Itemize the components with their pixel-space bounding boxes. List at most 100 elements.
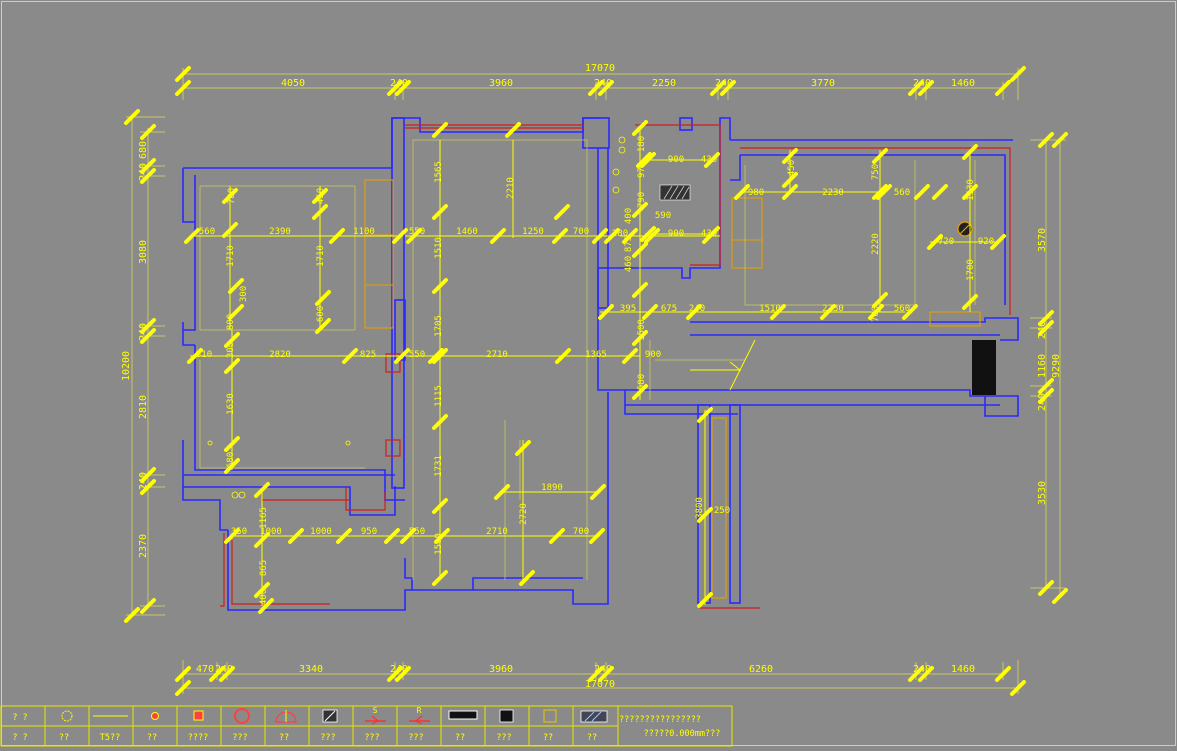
- dimension-tick: [288, 528, 304, 544]
- dimension-tick: [140, 158, 156, 174]
- interior-dim-label: 1250: [522, 227, 544, 237]
- dimension-tick: [315, 318, 331, 334]
- dimension-tick: [704, 226, 720, 242]
- hatch-lines: [663, 185, 690, 200]
- dimension-tick: [175, 680, 191, 696]
- dimension-tick: [872, 184, 888, 200]
- linear-diffuser-symbol-icon: [448, 710, 478, 720]
- interior-dim-label: 2220: [871, 233, 881, 255]
- interior-dim-label: 1890: [541, 483, 563, 493]
- legend-label: ??: [543, 733, 553, 743]
- bottom-dim-label: 3960: [489, 664, 513, 675]
- dimension-tick: [434, 528, 450, 544]
- dimension-tick: [590, 484, 606, 500]
- dimension-tick: [932, 184, 948, 200]
- bottom-dim-label: 1460: [951, 664, 975, 675]
- dimension-tick: [640, 226, 656, 242]
- interior-dim-label: 300: [226, 342, 236, 358]
- dimension-tick: [644, 228, 660, 244]
- interior-dim-label: 1500: [637, 319, 647, 341]
- interior-dim-label: 680: [226, 452, 236, 468]
- dimension-tick: [918, 80, 934, 96]
- interior-dim-label: 800: [226, 314, 236, 330]
- dimension-tick: [222, 222, 238, 238]
- dimension-tick: [175, 80, 191, 96]
- interior-dim-label: 1565: [434, 161, 444, 183]
- interior-dim-label: 920: [978, 237, 994, 247]
- dimension-tick: [254, 582, 270, 598]
- dimension-tick: [432, 570, 448, 586]
- dimension-tick: [228, 278, 244, 294]
- dimension-tick: [962, 294, 978, 310]
- interior-dim-label: 975: [637, 162, 647, 178]
- interior-dim-label: 1700: [966, 259, 976, 281]
- dimension-tick: [1010, 66, 1026, 82]
- right-dim-label: 3530: [1037, 481, 1048, 505]
- dimension-tick: [224, 436, 240, 452]
- dimension-tick: [515, 440, 531, 456]
- top-dim-label: 3960: [489, 78, 513, 89]
- dimension-tick: [632, 202, 648, 218]
- dimension-tick: [140, 168, 156, 184]
- legend-label: ? ?: [12, 733, 27, 743]
- dimension-tick: [406, 228, 422, 244]
- dimension-tick: [254, 532, 270, 548]
- interior-dim-label: 980: [748, 188, 764, 198]
- interior-dim-label: 950: [361, 527, 377, 537]
- legend-label: ???: [364, 733, 379, 743]
- interior-dim-label: 1510: [759, 304, 781, 314]
- top-dim-label: 3770: [811, 78, 835, 89]
- dimension-tick: [428, 348, 444, 364]
- dimension-tick: [494, 484, 510, 500]
- dimension-tick: [312, 188, 328, 204]
- dimension-tick: [395, 80, 411, 96]
- dimension-tick: [927, 234, 943, 250]
- legend-note-1: ????????????????: [619, 715, 701, 725]
- dimension-tick: [820, 304, 836, 320]
- dimension-tick: [395, 666, 411, 682]
- dimension-tick: [962, 184, 978, 200]
- interior-dim-label: 2820: [269, 350, 291, 360]
- dimension-tick: [1052, 588, 1068, 604]
- dimension-tick: [124, 109, 140, 125]
- left-dim-label: 3080: [138, 240, 149, 264]
- dimension-tick: [918, 666, 934, 682]
- interior-dim-label: 550: [409, 350, 425, 360]
- left-dim-label: 2810: [138, 395, 149, 419]
- dimension-tick: [175, 666, 191, 682]
- left-dimension-chain: [126, 116, 165, 616]
- legend-label: ??: [587, 733, 597, 743]
- dimension-tick: [549, 528, 565, 544]
- dimension-tick: [636, 152, 652, 168]
- bottom-dim-label: 470: [196, 664, 214, 675]
- interior-dim-label: 2230: [822, 188, 844, 198]
- interior-dim-label: 1510: [434, 237, 444, 259]
- dimension-tick: [902, 304, 918, 320]
- dimension-tick: [697, 407, 713, 423]
- dimension-tick: [1038, 320, 1054, 336]
- dimension-tick: [686, 304, 702, 320]
- dimension-tick: [490, 228, 506, 244]
- wall-outlines: [182, 117, 1019, 611]
- legend-note-2: ?????0.000mm???: [644, 729, 721, 739]
- legend-label: ??: [279, 733, 289, 743]
- dimension-tick: [588, 666, 604, 682]
- interior-dim-label: 430: [701, 155, 717, 165]
- dimension-tick: [432, 498, 448, 514]
- dimension-tick-markers: [124, 66, 1068, 696]
- dimension-tick: [432, 122, 448, 138]
- interior-dim-label: 1460: [456, 227, 478, 237]
- dimension-tick: [1038, 388, 1054, 404]
- interior-dim-label: 450: [787, 160, 797, 176]
- downlight-symbol-icon: [61, 710, 73, 722]
- dimension-tick: [782, 172, 798, 188]
- dimension-tick: [990, 234, 1006, 250]
- right-dim-label: 3570: [1037, 228, 1048, 252]
- bottom-dimension-chain: [182, 660, 1019, 694]
- interior-dim-label: 1630: [226, 393, 236, 415]
- dimension-tick: [872, 148, 888, 164]
- interior-dim-label: 310: [196, 350, 212, 360]
- dimension-tick: [995, 80, 1011, 96]
- interior-dim-label: 1731: [434, 455, 444, 477]
